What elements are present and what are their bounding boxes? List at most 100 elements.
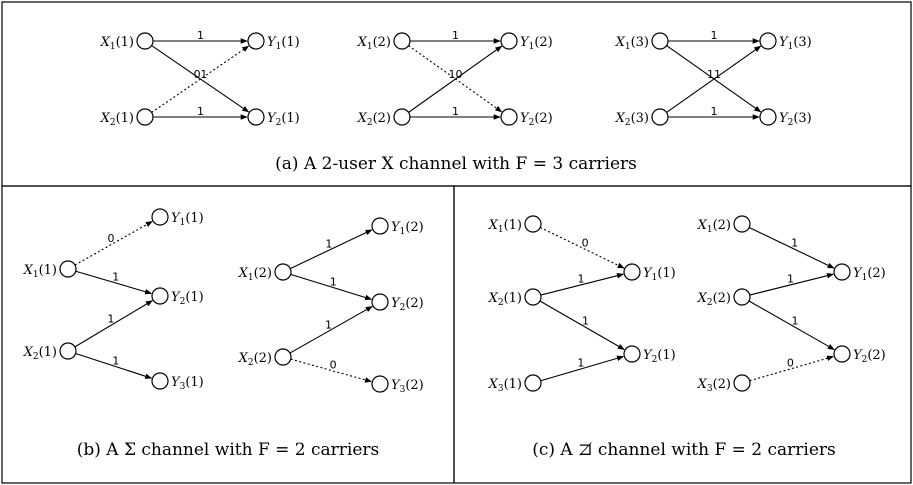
edge-x1-y2 [290, 273, 373, 301]
node-label-x1: X1(1) [100, 35, 134, 52]
edge-weight-label: 1 [582, 314, 589, 327]
edge-x2-y1 [408, 45, 503, 113]
node-x1 [136, 32, 154, 50]
node-x2 [733, 288, 751, 306]
node-label-y1: Y1(2) [391, 220, 424, 237]
panel-c-graph: 0111X1(1)Y1(1)X2(1)Y2(1)X3(1)1110X1(2)Y1… [488, 215, 886, 394]
node-label-y1: Y1(1) [643, 266, 676, 283]
edge-weight-label: 1 [707, 68, 714, 81]
panel-b-caption: (b) A Σ channel with F = 2 carriers [77, 440, 380, 460]
edge-weight-label: 1 [452, 105, 459, 118]
node-label-x3: X3(2) [697, 377, 731, 394]
node-y2 [623, 345, 641, 363]
node-label-x2: X2(2) [238, 351, 272, 368]
edge-weight-label: 1 [112, 271, 119, 284]
node-x2 [393, 108, 411, 126]
edge-weight-label: 0 [330, 359, 337, 372]
edge-x3-y2-zero [749, 355, 835, 382]
node-label-y2: Y2(1) [643, 348, 676, 365]
edge-x2-y1 [666, 45, 762, 113]
node-y1 [500, 32, 518, 50]
edge-weight-label: 1 [714, 68, 721, 81]
edge-weight-label: 1 [449, 68, 456, 81]
node-label-y2: Y2(2) [520, 111, 553, 128]
node-y1 [833, 263, 851, 281]
edge-x2-y1 [749, 272, 834, 296]
node-label-x2: X2(3) [615, 111, 649, 128]
node-label-y1: Y1(2) [853, 266, 886, 283]
node-label-y3: Y3(1) [171, 375, 204, 392]
edge-x1-y2-zero [408, 45, 503, 113]
node-x3 [733, 374, 751, 392]
edge-weight-label: 1 [107, 312, 114, 325]
edge-weight-label: 0 [787, 357, 794, 370]
edge-weight-label: 1 [325, 238, 332, 251]
edge-weight-label: 0 [194, 68, 201, 81]
edge-x1-y1-zero [74, 220, 153, 266]
node-y2 [500, 108, 518, 126]
edge-weight-label: 1 [577, 357, 584, 370]
panel-a: 1101X1(1)X2(1)Y1(1)Y2(1)1011X1(2)X2(2)Y1… [1, 1, 912, 187]
node-y3 [151, 372, 169, 390]
edge-weight-label: 0 [455, 68, 462, 81]
edge-weight-label: 1 [197, 105, 204, 118]
node-x2 [651, 108, 669, 126]
node-x3 [524, 374, 542, 392]
edge-x2-y2 [74, 300, 153, 348]
node-y2 [371, 293, 389, 311]
edge-weight-label: 1 [578, 273, 585, 286]
edge-x2-y2 [289, 305, 373, 354]
node-label-y2: Y2(3) [779, 111, 812, 128]
node-y2 [833, 345, 851, 363]
node-label-x1: X1(2) [697, 218, 731, 235]
edge-weight-label: 0 [108, 232, 115, 245]
node-x2 [524, 288, 542, 306]
node-label-x2: X2(1) [23, 345, 57, 362]
node-y2 [151, 287, 169, 305]
edge-weight-label: 1 [711, 105, 718, 118]
node-x1 [59, 260, 77, 278]
edge-x2-y1-zero [151, 45, 250, 113]
edge-weight-label: 1 [197, 29, 204, 42]
node-label-y2: Y2(1) [171, 290, 204, 307]
node-label-x1: X1(1) [488, 218, 522, 235]
node-y3 [371, 375, 389, 393]
node-label-y2: Y2(1) [267, 111, 300, 128]
edge-weight-label: 0 [582, 237, 589, 250]
edge-weight-label: 1 [325, 318, 332, 331]
node-label-y1: Y1(2) [520, 35, 553, 52]
node-x2 [59, 342, 77, 360]
node-label-x1: X1(2) [238, 266, 272, 283]
panel-a-caption: (a) A 2-user X channel with F = 3 carrie… [275, 154, 637, 174]
edge-x3-y2 [540, 355, 625, 382]
node-label-y3: Y3(2) [391, 378, 424, 395]
node-y1 [371, 217, 389, 235]
node-y1 [623, 263, 641, 281]
edge-weight-label: 1 [711, 29, 718, 42]
node-label-x2: X2(2) [357, 111, 391, 128]
node-x1 [651, 32, 669, 50]
panel-c-caption: (c) A ⊐̸ channel with F = 2 carriers [532, 440, 836, 460]
panel-b-graph: 0111Y1(1)X1(1)Y2(1)X2(1)Y3(1)1110Y1(2)X1… [23, 208, 424, 395]
edge-weight-label: 1 [452, 29, 459, 42]
node-y1 [247, 32, 265, 50]
node-label-y1: Y1(3) [779, 35, 812, 52]
node-x1 [274, 263, 292, 281]
node-y1 [151, 208, 169, 226]
edge-x2-y3 [75, 352, 153, 379]
edge-x2-y1 [540, 273, 624, 296]
node-y2 [759, 108, 777, 126]
edge-weight-label: 1 [791, 237, 798, 250]
node-label-x2: X2(1) [100, 111, 134, 128]
node-label-y1: Y1(1) [171, 211, 204, 228]
node-y2 [247, 108, 265, 126]
node-x1 [393, 32, 411, 50]
edge-x1-y1 [748, 226, 835, 269]
